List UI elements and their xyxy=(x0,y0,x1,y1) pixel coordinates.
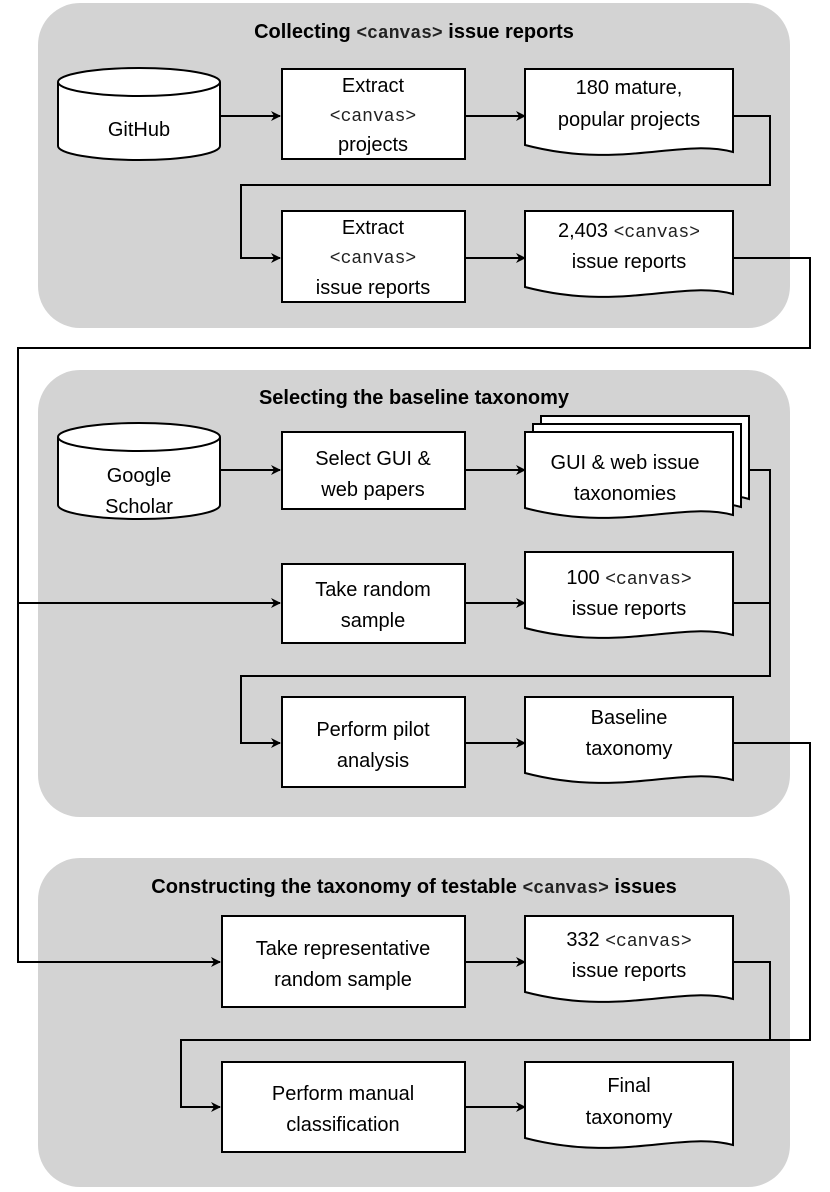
edge-taxonomies-pilot xyxy=(240,469,771,748)
svg-text:web papers: web papers xyxy=(320,479,424,501)
flow-edges xyxy=(17,111,811,1112)
edge-baseline-manual xyxy=(180,742,811,1112)
node-100-issue-reports: 100 <canvas> issue reports xyxy=(524,551,734,639)
svg-text:Extract: Extract xyxy=(342,217,405,239)
svg-text:popular projects: popular projects xyxy=(558,109,700,131)
node-google-scholar: Google Scholar xyxy=(57,422,221,520)
node-representative-sample: Take representative random sample xyxy=(221,915,466,1008)
svg-text:taxonomy: taxonomy xyxy=(586,738,673,760)
svg-text:issue reports: issue reports xyxy=(572,598,687,620)
node-2403-issue-reports: 2,403 <canvas> issue reports xyxy=(524,210,734,298)
svg-text:projects: projects xyxy=(338,134,408,156)
node-github: GitHub xyxy=(57,67,221,161)
edge-332-join xyxy=(733,961,771,1040)
document-shape xyxy=(524,210,734,298)
svg-text:taxonomy: taxonomy xyxy=(586,1107,673,1129)
document-shape xyxy=(524,551,734,639)
svg-text:issue reports: issue reports xyxy=(572,251,687,273)
node-mature-projects: 180 mature, popular projects xyxy=(524,68,734,156)
node-extract-issues: Extract <canvas> issue reports xyxy=(281,210,466,303)
node-extract-projects: Extract <canvas> projects xyxy=(281,68,466,160)
svg-text:classification: classification xyxy=(286,1114,399,1136)
panel-collecting-title: Collecting <canvas> issue reports xyxy=(254,21,574,44)
database-icon xyxy=(57,422,221,520)
document-shape xyxy=(524,1061,734,1149)
svg-text:Extract: Extract xyxy=(342,75,405,97)
svg-text:<canvas>: <canvas> xyxy=(330,249,416,269)
svg-text:issue reports: issue reports xyxy=(572,960,687,982)
multi-document-shape-front xyxy=(524,431,734,519)
node-baseline-taxonomy: Baseline taxonomy xyxy=(524,696,734,784)
svg-text:random sample: random sample xyxy=(274,969,412,991)
node-taxonomies: GUI & web issue taxonomies xyxy=(524,415,750,519)
node-select-papers: Select GUI & web papers xyxy=(281,431,466,510)
document-shape xyxy=(524,915,734,1003)
svg-text:Select GUI &: Select GUI & xyxy=(315,448,431,470)
svg-text:<canvas>: <canvas> xyxy=(330,107,416,127)
svg-text:Final: Final xyxy=(607,1075,650,1097)
svg-text:GUI & web issue: GUI & web issue xyxy=(551,452,700,474)
svg-text:taxonomies: taxonomies xyxy=(574,483,676,505)
document-shape xyxy=(524,696,734,784)
node-pilot-analysis: Perform pilot analysis xyxy=(281,696,466,788)
svg-text:Take representative: Take representative xyxy=(256,938,431,960)
svg-text:issue reports: issue reports xyxy=(316,277,431,299)
node-random-sample: Take random sample xyxy=(281,563,466,644)
svg-text:Baseline: Baseline xyxy=(591,707,668,729)
svg-text:100 <canvas>: 100 <canvas> xyxy=(566,567,691,590)
panel-constructing-title: Constructing the taxonomy of testable <c… xyxy=(151,876,676,899)
database-icon xyxy=(57,67,221,161)
node-manual-classification: Perform manual classification xyxy=(221,1061,466,1153)
svg-text:Take random: Take random xyxy=(315,579,431,601)
svg-text:332 <canvas>: 332 <canvas> xyxy=(566,929,691,952)
edge-2403-samples xyxy=(17,257,811,967)
svg-text:Perform manual: Perform manual xyxy=(272,1083,414,1105)
edge-mature-extractissues xyxy=(240,115,771,263)
svg-text:sample: sample xyxy=(341,610,405,632)
node-final-taxonomy: Final taxonomy xyxy=(524,1061,734,1149)
panel-selecting-title: Selecting the baseline taxonomy xyxy=(259,387,570,409)
node-332-issue-reports: 332 <canvas> issue reports xyxy=(524,915,734,1003)
svg-text:Scholar: Scholar xyxy=(105,496,173,518)
svg-text:Google: Google xyxy=(107,465,172,487)
svg-text:analysis: analysis xyxy=(337,750,409,772)
document-shape xyxy=(524,68,734,156)
svg-text:2,403 <canvas>: 2,403 <canvas> xyxy=(558,220,700,243)
svg-text:GitHub: GitHub xyxy=(108,119,170,141)
svg-text:180 mature,: 180 mature, xyxy=(576,77,683,99)
svg-text:Perform pilot: Perform pilot xyxy=(316,719,430,741)
